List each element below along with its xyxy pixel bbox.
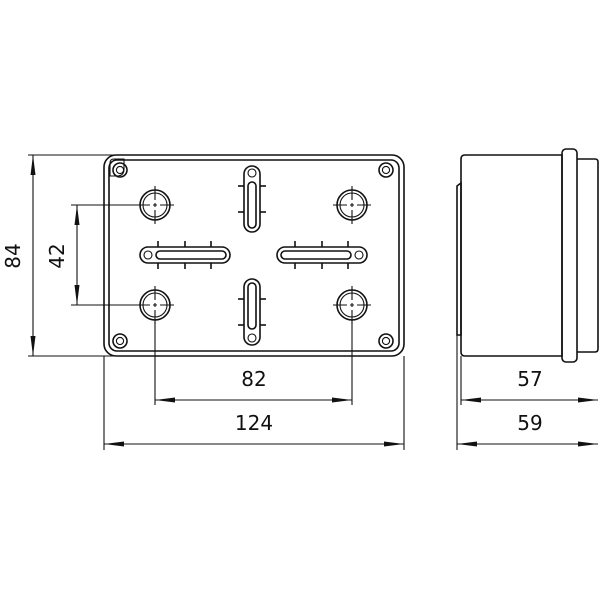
- dimension-42: 42: [45, 204, 140, 306]
- box-outline-inner: [108, 159, 400, 352]
- mounting-hole-icon: [333, 186, 371, 224]
- corner-screw-icon: [378, 162, 394, 178]
- dimension-82: 82: [154, 322, 353, 405]
- side-lid-cap: [577, 158, 599, 353]
- slot-top-icon: [238, 165, 266, 233]
- dim-label-width: 124: [235, 411, 273, 435]
- side-body: [460, 154, 563, 357]
- dimension-57: 57: [460, 356, 598, 405]
- dim-label-hole-vertical: 42: [45, 243, 69, 268]
- mounting-hole-icon: [333, 286, 371, 324]
- dimension-124: 124: [103, 356, 405, 450]
- side-lid-flange: [561, 148, 578, 363]
- dimension-59: 59: [456, 335, 598, 450]
- slot-left-icon: [139, 241, 231, 269]
- dim-label-depth-body: 57: [517, 367, 542, 391]
- side-view: [456, 148, 599, 363]
- mounting-hole-icon: [136, 186, 174, 224]
- dim-label-hole-horizontal: 82: [241, 367, 266, 391]
- slot-bottom-icon: [238, 278, 266, 346]
- box-outline-outer: [103, 154, 405, 357]
- corner-screw-icon: [112, 333, 128, 349]
- front-view: [103, 154, 405, 357]
- dim-label-depth-total: 59: [517, 411, 542, 435]
- corner-screw-icon: [109, 158, 128, 178]
- dim-label-height: 84: [1, 243, 25, 268]
- mounting-hole-icon: [136, 286, 174, 324]
- dimension-84: 84: [1, 154, 116, 357]
- corner-screw-icon: [378, 333, 394, 349]
- slot-right-icon: [276, 241, 368, 269]
